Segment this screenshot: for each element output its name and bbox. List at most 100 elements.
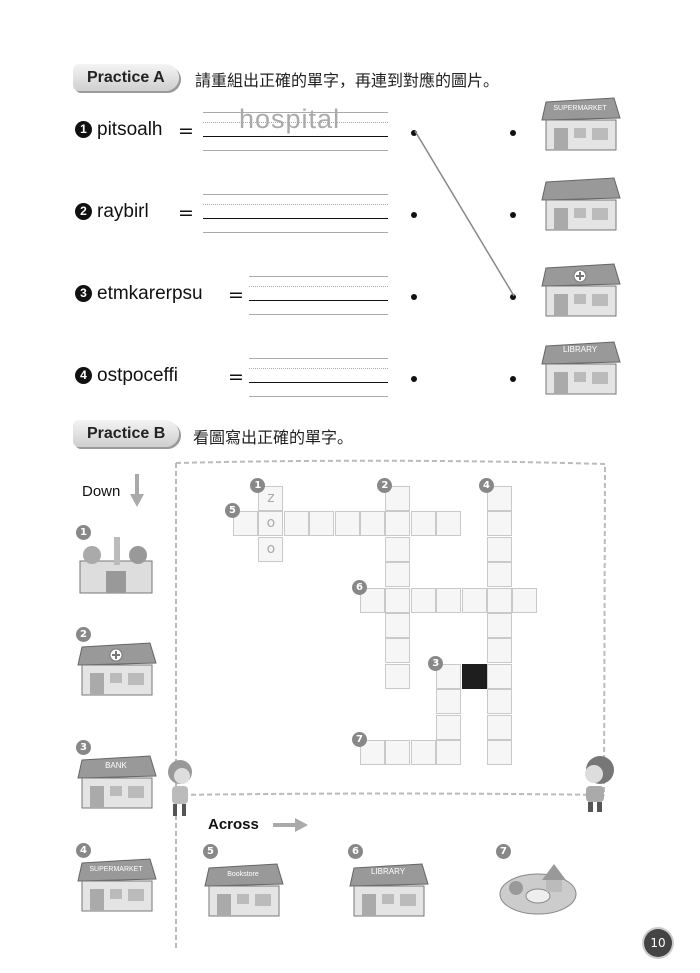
down-clue-number: 3 bbox=[76, 740, 91, 755]
right-match-dot-1[interactable] bbox=[510, 130, 516, 136]
crossword-cell[interactable]: o bbox=[258, 536, 284, 562]
crossword-cell[interactable]: o bbox=[258, 511, 284, 537]
svg-text:BANK: BANK bbox=[105, 761, 127, 770]
crossword-cell[interactable] bbox=[436, 663, 462, 689]
crossword-clue-number: 3 bbox=[428, 655, 444, 671]
crossword-cell[interactable] bbox=[385, 613, 411, 638]
item-number: 4 bbox=[75, 367, 92, 384]
crossword-cell[interactable] bbox=[360, 511, 385, 537]
crossword-cell[interactable] bbox=[385, 638, 411, 664]
crossword-cell[interactable] bbox=[487, 562, 512, 588]
crossword-cell[interactable] bbox=[487, 740, 512, 765]
down-clue-number: 4 bbox=[76, 843, 91, 858]
scrambled-word-text: etmkarerpsu bbox=[97, 283, 203, 304]
crossword-cell[interactable] bbox=[410, 587, 436, 613]
crossword-cell[interactable] bbox=[410, 511, 436, 537]
hospital-picture bbox=[540, 258, 625, 324]
left-match-dot-2[interactable] bbox=[411, 212, 417, 218]
left-match-dot-1[interactable] bbox=[411, 130, 417, 136]
library-picture: LIBRARY bbox=[540, 336, 625, 402]
post-office-picture bbox=[540, 172, 625, 238]
crossword-cell[interactable] bbox=[461, 587, 487, 613]
boy-character-icon bbox=[585, 756, 614, 812]
svg-text:LIBRARY: LIBRARY bbox=[371, 867, 406, 876]
practice-a-badge: Practice A bbox=[73, 64, 179, 91]
down-clue-number: 1 bbox=[76, 525, 91, 540]
crossword-cell[interactable] bbox=[283, 511, 309, 537]
crossword-cell[interactable] bbox=[385, 587, 411, 613]
crossword-cell[interactable] bbox=[385, 562, 411, 588]
crossword-clue-number: 6 bbox=[352, 579, 367, 595]
equals-sign: = bbox=[228, 284, 244, 306]
across-clue-number: 5 bbox=[203, 844, 218, 859]
crossword-clue-number: 2 bbox=[377, 478, 393, 493]
crossword-cell[interactable] bbox=[436, 511, 462, 537]
svg-text:SUPERMARKET: SUPERMARKET bbox=[89, 866, 143, 873]
right-match-dot-2[interactable] bbox=[510, 212, 516, 218]
scrambled-word-3: 3 etmkarerpsu bbox=[75, 283, 203, 305]
crossword-cell[interactable] bbox=[385, 536, 411, 562]
item-number: 3 bbox=[75, 285, 92, 302]
crossword-cell[interactable] bbox=[385, 740, 411, 765]
crossword-cell[interactable] bbox=[487, 689, 512, 715]
supermarket-picture: SUPERMARKET bbox=[76, 853, 161, 919]
crossword-cell[interactable] bbox=[436, 740, 462, 765]
scrambled-word-4: 4 ostpoceffi bbox=[75, 365, 178, 387]
crossword-cell[interactable] bbox=[309, 511, 335, 537]
answer-field-4[interactable] bbox=[249, 358, 388, 398]
practice-b-instruction: 看圖寫出正確的單字。 bbox=[193, 428, 354, 447]
crossword-cell[interactable] bbox=[487, 613, 512, 638]
crossword-cell[interactable] bbox=[385, 663, 411, 689]
crossword-cell[interactable] bbox=[487, 663, 512, 689]
right-match-dot-3[interactable] bbox=[510, 294, 516, 300]
left-match-dot-3[interactable] bbox=[411, 294, 417, 300]
equals-sign: = bbox=[178, 202, 194, 224]
park-picture bbox=[496, 858, 581, 924]
item-number: 1 bbox=[75, 121, 92, 138]
practice-b-badge: Practice B bbox=[73, 420, 180, 447]
crossword-clue-number: 5 bbox=[225, 503, 240, 519]
crossword-cell[interactable] bbox=[487, 587, 512, 613]
right-match-dot-4[interactable] bbox=[510, 376, 516, 382]
crossword-clue-number: 7 bbox=[352, 732, 367, 747]
hospital-picture bbox=[76, 637, 161, 703]
girl-character-icon bbox=[168, 760, 192, 816]
across-clue-number: 6 bbox=[348, 844, 363, 859]
scrambled-word-1: 1 pitsoalh bbox=[75, 119, 163, 141]
crossword-clue-number: 1 bbox=[250, 478, 266, 493]
crossword-cell[interactable] bbox=[487, 536, 512, 562]
bookstore-picture: Bookstore bbox=[203, 858, 288, 924]
scrambled-word-text: ostpoceffi bbox=[97, 365, 178, 386]
svg-text:LIBRARY: LIBRARY bbox=[563, 345, 598, 354]
crossword-cell[interactable] bbox=[487, 511, 512, 537]
crossword-cell[interactable] bbox=[436, 689, 462, 715]
page-number: 10 bbox=[644, 929, 672, 957]
left-match-dot-4[interactable] bbox=[411, 376, 417, 382]
answer-field-1[interactable]: hospital bbox=[203, 104, 388, 152]
crossword-cell[interactable] bbox=[487, 714, 512, 740]
crossword-cell[interactable] bbox=[512, 587, 538, 613]
down-label: Down bbox=[82, 483, 121, 500]
library-picture: LIBRARY bbox=[348, 858, 433, 924]
across-clue-number: 7 bbox=[496, 844, 511, 859]
answer-text: hospital bbox=[239, 104, 341, 134]
crossword-cell[interactable] bbox=[487, 638, 512, 664]
answer-field-2[interactable] bbox=[203, 194, 388, 234]
crossword-cell[interactable] bbox=[410, 740, 436, 765]
across-arrow-icon bbox=[273, 818, 308, 832]
scrambled-word-text: pitsoalh bbox=[97, 119, 163, 140]
answer-field-3[interactable] bbox=[249, 276, 388, 316]
crossword-cell[interactable] bbox=[334, 511, 360, 537]
equals-sign: = bbox=[178, 120, 194, 142]
scrambled-word-text: raybirl bbox=[97, 201, 149, 222]
crossword-cell[interactable] bbox=[436, 714, 462, 740]
svg-text:SUPERMARKET: SUPERMARKET bbox=[553, 105, 607, 112]
filled-letter: z bbox=[267, 490, 275, 506]
crossword-cell[interactable] bbox=[436, 587, 462, 613]
crossword-cell[interactable] bbox=[385, 511, 411, 537]
down-arrow-icon bbox=[130, 474, 144, 507]
